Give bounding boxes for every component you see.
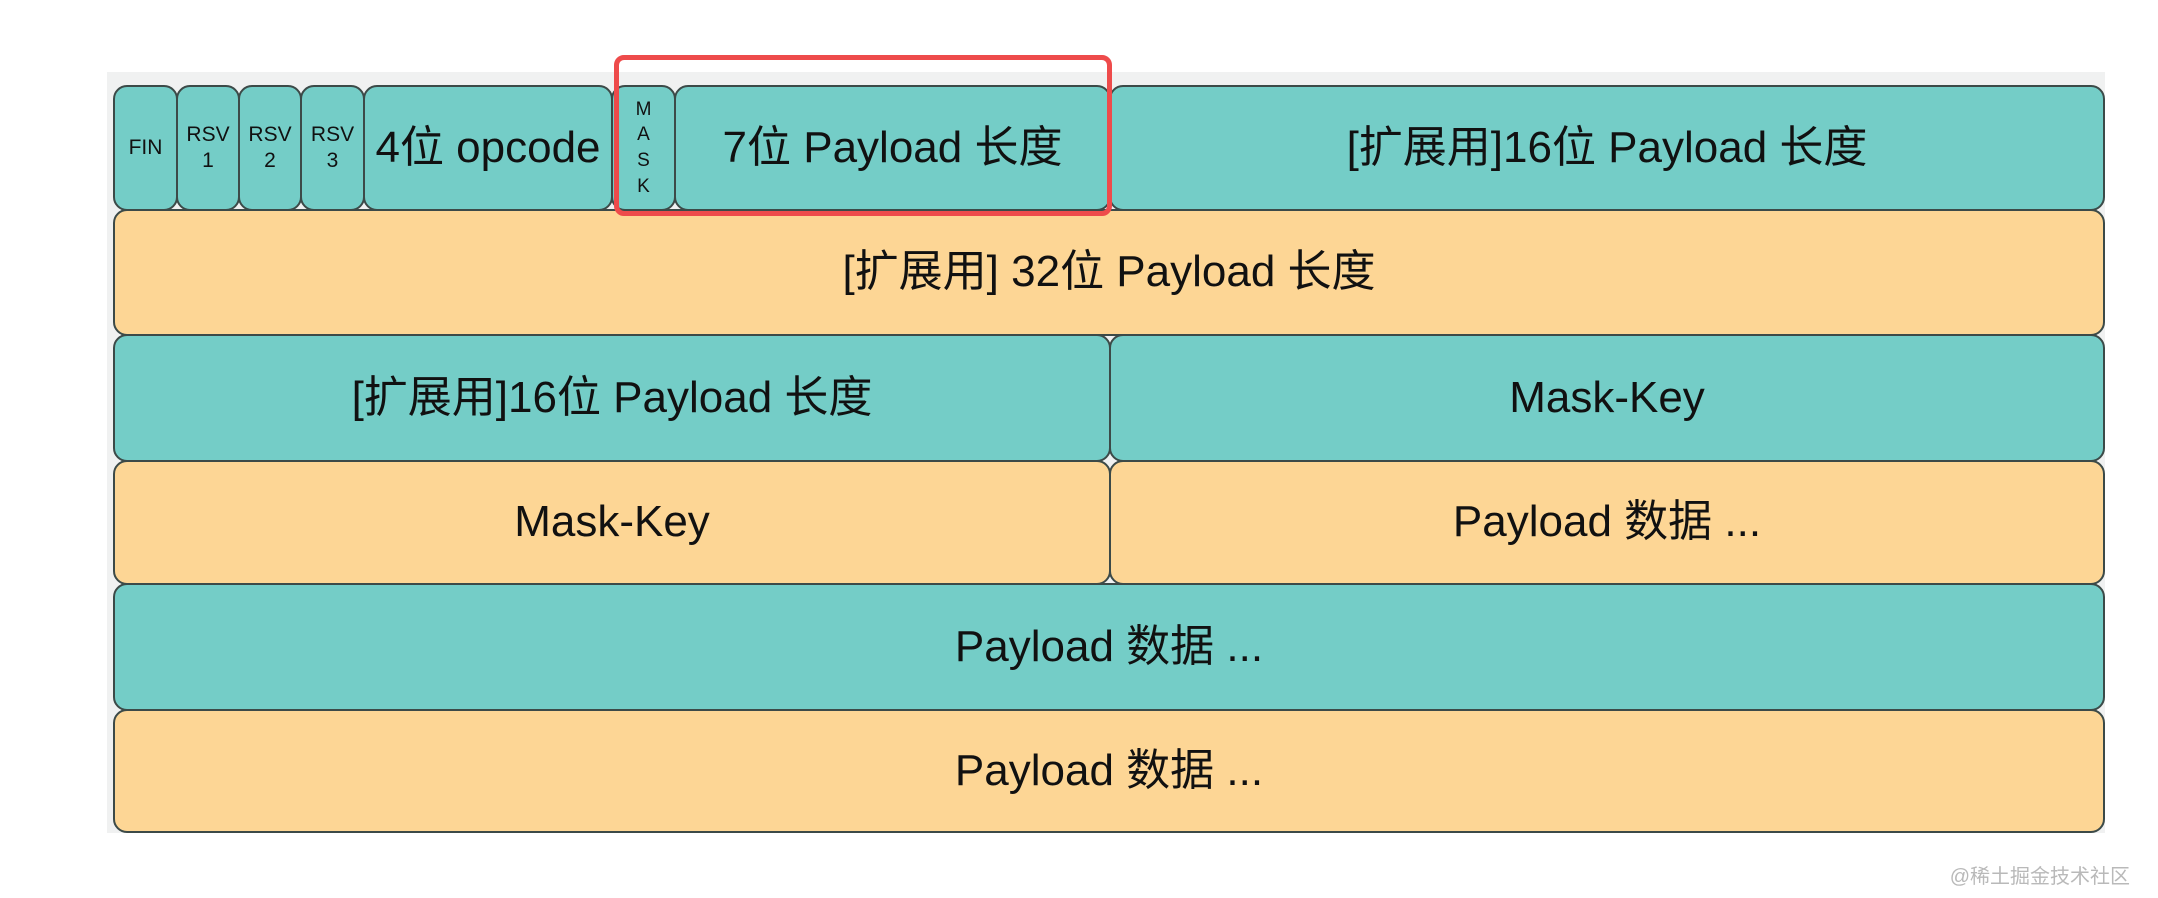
ext-payload-length-16-cont-field: [扩展用]16位 Payload 长度 [113, 334, 1111, 462]
ext-payload-length-16-field: [扩展用]16位 Payload 长度 [1109, 85, 2105, 211]
mask-key-label: Mask-Key [1509, 372, 1705, 422]
mask-key-cont-label: Mask-Key [514, 497, 710, 547]
mask-letter: K [637, 175, 650, 197]
ext-payload-length-32-label: [扩展用] 32位 Payload 长度 [842, 247, 1376, 297]
fin-label: FIN [128, 135, 163, 159]
rsv2-label: RSV [248, 122, 292, 146]
ext-payload-length-32-field: [扩展用] 32位 Payload 长度 [113, 209, 2105, 336]
rsv3-number: 3 [326, 149, 339, 172]
payload-data-label: Payload 数据 ... [954, 621, 1264, 671]
watermark: @稀土掘金技术社区 [1949, 866, 2130, 888]
rsv3-label: RSV [310, 122, 355, 146]
ext-payload-length-16-cont-label: [扩展用]16位 Payload 长度 [351, 372, 873, 422]
mask-key-field: Mask-Key [1109, 334, 2105, 462]
payload-data-field: Payload 数据 ... [1109, 460, 2105, 585]
payload-data-label: Payload 数据 ... [1452, 497, 1762, 547]
payload-data-row-5: Payload 数据 ... [113, 583, 2105, 711]
ext-payload-length-16-label: [扩展用]16位 Payload 长度 [1346, 122, 1868, 172]
mask-letter: M [635, 98, 652, 120]
rsv1-number: 1 [202, 149, 214, 172]
highlight-box [614, 55, 1112, 216]
mask-letter: S [637, 150, 650, 171]
rsv2-number: 2 [264, 149, 276, 172]
rsv1-field: RSV 1 [176, 85, 240, 211]
payload-length-7-label: 7位 Payload 长度 [722, 122, 1063, 172]
rsv1-label: RSV [186, 122, 230, 146]
payload-data-row-6: Payload 数据 ... [113, 709, 2105, 833]
payload-data-label: Payload 数据 ... [954, 745, 1264, 795]
opcode-field: 4位 opcode [363, 85, 613, 211]
opcode-label: 4位 opcode [375, 122, 601, 172]
rsv3-field: RSV 3 [300, 85, 365, 211]
mask-letter: A [637, 124, 650, 146]
rsv2-field: RSV 2 [238, 85, 302, 211]
mask-key-cont-field: Mask-Key [113, 460, 1111, 585]
fin-field: FIN [113, 85, 178, 211]
